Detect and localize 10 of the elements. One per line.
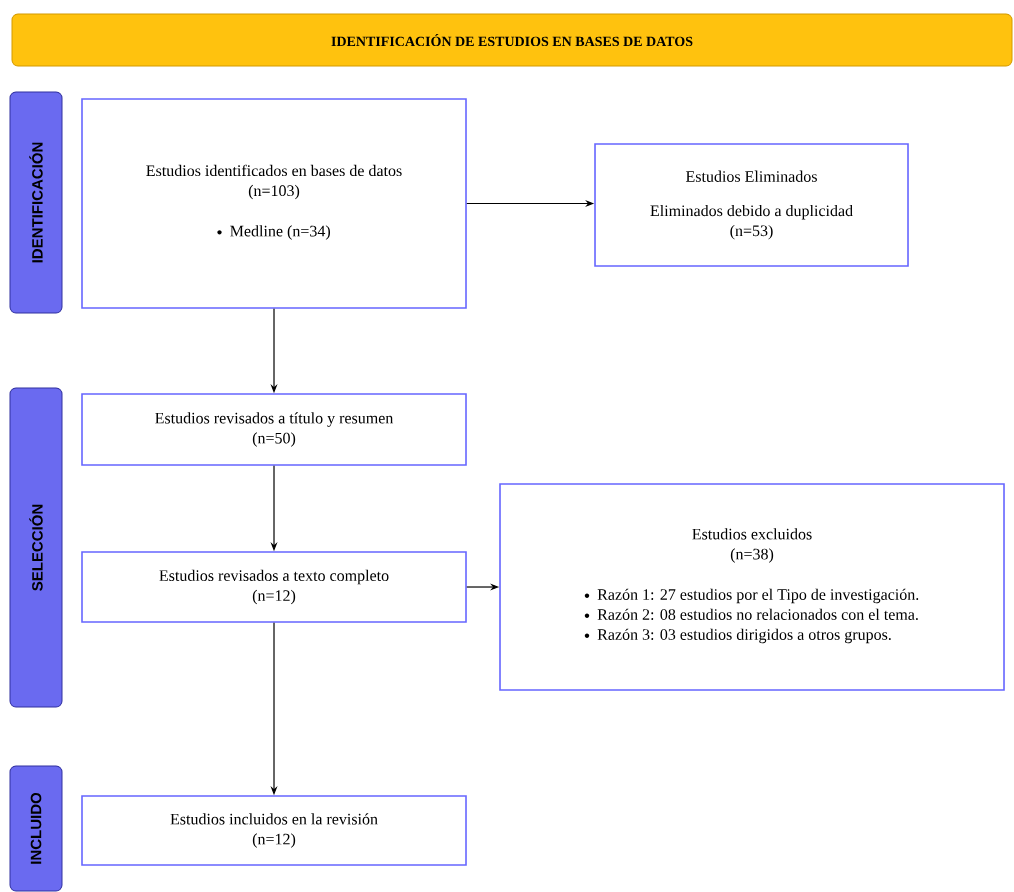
phase-band: IDENTIFICACIÓN	[9, 91, 63, 314]
phase-band: INCLUIDO	[9, 765, 63, 892]
process-box: Estudios Eliminados Eliminados debido a duplicidad (n=53)	[594, 143, 909, 267]
process-box: Estudios incluidos en la revisión (n=12)	[81, 795, 467, 866]
process-box: Estudios identificados en bases de datos (n=103) Medline (n=34)	[81, 98, 467, 309]
process-box: Estudios revisados a texto completo (n=12)	[81, 551, 467, 623]
title-band: IDENTIFICACIÓN DE ESTUDIOS EN BASES DE DATOS	[11, 13, 1013, 67]
process-box: Estudios excluidos (n=38) Razón 1: 27 estudios por el Tipo de investigación. Razón 2: 08 estudios no relacionados con el tema. Razón 3: 03 estudios dirigidos a otros grupos.	[499, 483, 1005, 691]
phase-band: SELECCIÓN	[9, 387, 63, 708]
process-box: Estudios revisados a título y resumen (n=50)	[81, 393, 467, 466]
